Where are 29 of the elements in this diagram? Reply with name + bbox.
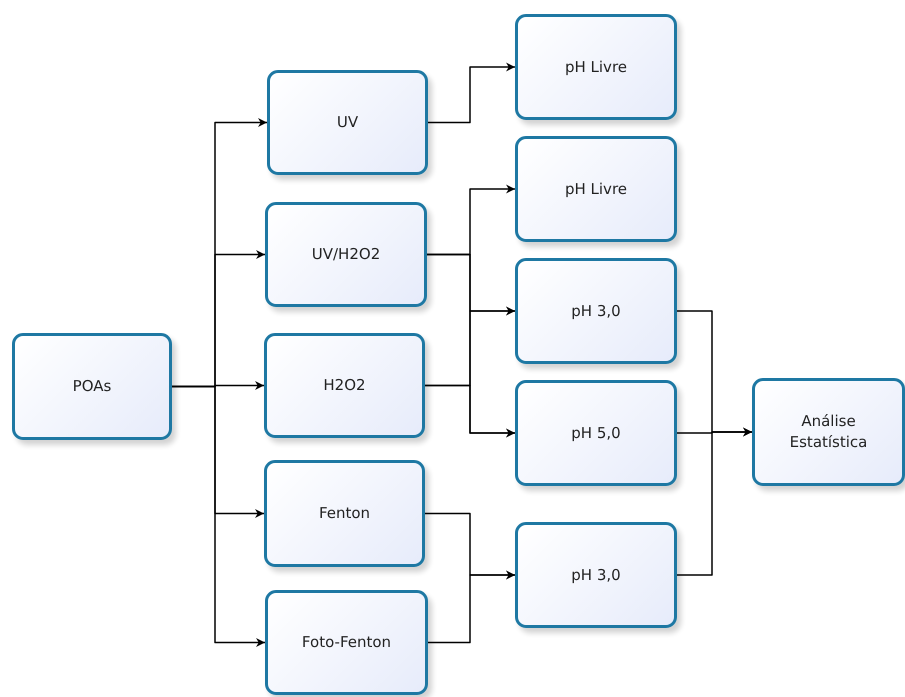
box-label: pH Livre: [564, 56, 628, 78]
box-label: pH 5,0: [570, 422, 622, 444]
arrow: [172, 386, 265, 647]
process-box: [515, 522, 677, 628]
process-box: [12, 333, 172, 440]
process-box: [265, 590, 428, 695]
box-label: POAs: [72, 376, 112, 397]
arrow: [425, 384, 515, 438]
process-box: [515, 380, 677, 486]
box-label: Fenton: [318, 503, 372, 524]
box-label: H2O2: [322, 375, 367, 396]
box-label: pH 3,0: [570, 300, 622, 322]
process-box: [265, 202, 427, 307]
box-label: UV/H2O2: [310, 244, 382, 265]
arrow: [428, 570, 515, 644]
process-box: [515, 258, 677, 364]
box-label: pH Livre: [564, 178, 628, 200]
box-label: Análise Estatística: [788, 411, 868, 453]
process-box: [752, 378, 905, 486]
process-box: [515, 136, 677, 242]
box-label: Foto-Fenton: [300, 632, 392, 653]
arrow: [677, 428, 752, 576]
process-box: [515, 14, 677, 120]
process-box: [267, 70, 428, 175]
box-label: pH 3,0: [570, 564, 622, 586]
process-box: [264, 333, 425, 438]
box-label: UV: [336, 112, 360, 133]
process-box: [264, 460, 425, 567]
arrow: [428, 62, 515, 124]
